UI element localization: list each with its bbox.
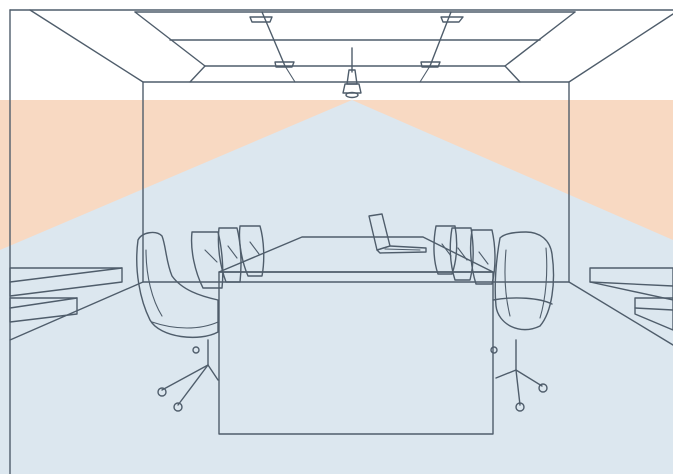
conference-room-illustration [0, 0, 673, 474]
